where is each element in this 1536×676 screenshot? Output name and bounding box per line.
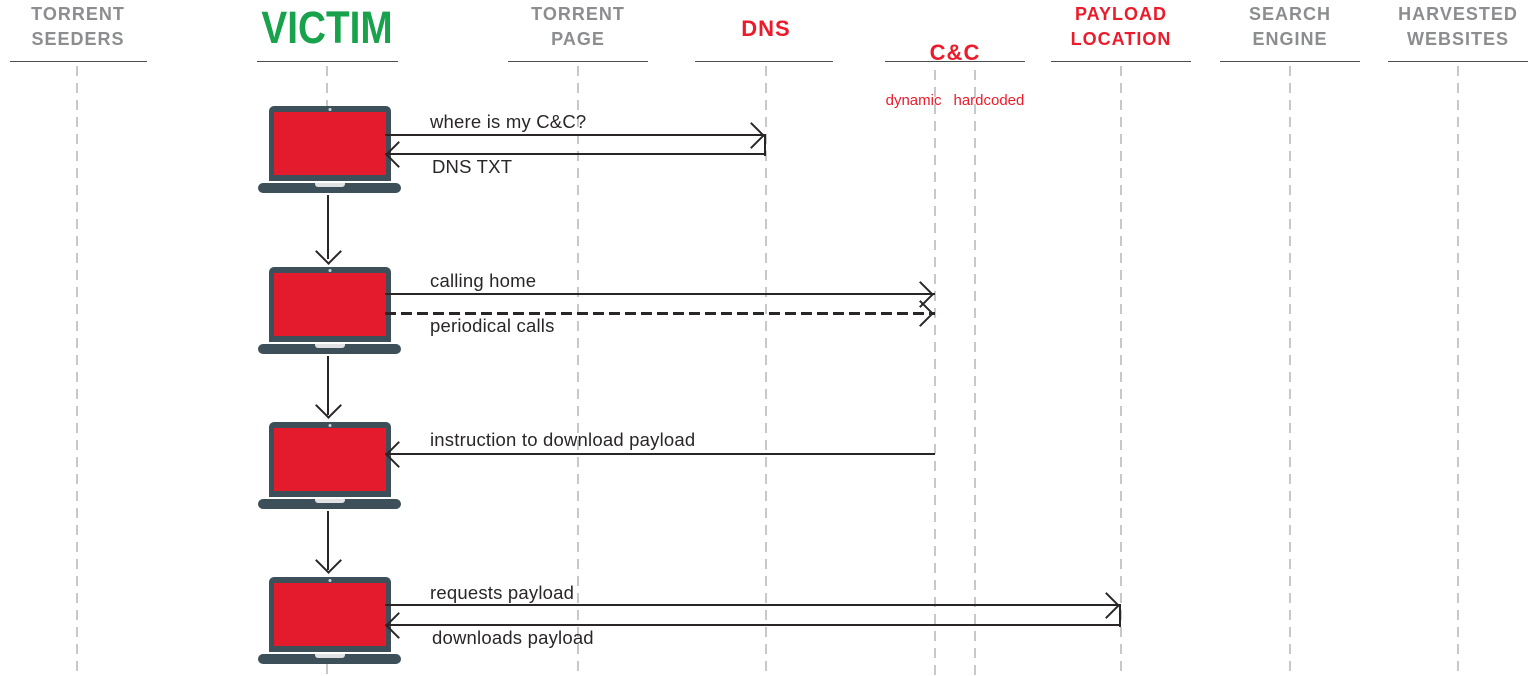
laptop-notch [314,344,345,348]
laptop-notch [314,654,345,658]
arrowhead-down-icon [314,392,342,419]
webcam-dot-icon [328,424,331,427]
lane-victim-label: VICTIM [261,2,393,53]
laptop-screen [268,267,391,342]
victim-step-connector [327,511,329,570]
laptop-base [258,183,401,193]
lifeline-torrent-page [577,66,579,676]
lane-rule-search-engine [1220,61,1360,62]
arrowhead-down-icon [314,547,342,574]
message-label: downloads payload [432,627,594,648]
lifeline-payload-location [1120,66,1122,676]
message-label: periodical calls [430,315,555,336]
message-label: where is my C&C? [430,111,587,132]
lane-rule-torrent-page [508,61,648,62]
lifeline-victim-top [326,66,328,107]
lane-rule-victim [257,61,398,62]
laptop-base [258,499,401,509]
lane-dns-label: DNS [741,16,791,41]
message-line-request [385,293,935,295]
message-line-repeat-dashed [385,312,935,315]
lane-torrent-page-label: TORRENT PAGE [531,4,625,49]
victim-step-connector [327,356,329,415]
message-line-request [385,604,1121,606]
message-label: instruction to download payload [430,429,696,450]
webcam-dot-icon [328,579,331,582]
lane-search-engine-label: SEARCH ENGINE [1248,4,1332,49]
message-turn-connector [764,134,766,156]
message-line-reply [385,153,766,155]
lane-harvested-websites-label: HARVESTED WEBSITES [1398,4,1518,49]
victim-step-connector [327,195,329,259]
message-label: requests payload [430,582,575,603]
laptop-display [273,273,386,336]
lane-cc-sub-dynamic: dynamic [885,92,942,109]
laptop-display [273,112,386,175]
message-line-request [385,453,935,455]
arrowhead-right-icon [907,300,934,327]
lifeline-dns [765,66,767,676]
message-turn-connector [1119,604,1121,627]
webcam-dot-icon [328,269,331,272]
arrowhead-right-icon [738,122,765,149]
lifeline-torrent-seeders [76,66,78,676]
victim-laptop-icon [258,106,401,193]
lane-rule-cc [885,61,1025,62]
lane-cc-label: C&C dynamic hardcoded [886,14,1025,135]
message-label: DNS TXT [432,156,513,177]
lifeline-cc-hardcoded [974,70,976,676]
webcam-dot-icon [328,108,331,111]
lifeline-victim-bottom [326,664,328,676]
laptop-screen [268,422,391,497]
victim-laptop-icon [258,577,401,664]
arrowhead-right-icon [1093,592,1120,619]
lifeline-search-engine [1289,66,1291,676]
lane-rule-harvested-websites [1388,61,1528,62]
laptop-screen [268,106,391,181]
laptop-notch [314,499,345,503]
lifeline-harvested-websites [1457,66,1459,676]
lane-cc-sub-hardcoded: hardcoded [953,92,1025,109]
laptop-display [273,428,386,491]
lane-rule-payload-location [1051,61,1191,62]
lane-payload-location-label: PAYLOAD LOCATION [1070,4,1172,49]
lane-cc-title: C&C [929,40,981,65]
laptop-base [258,654,401,664]
arrowhead-down-icon [314,238,342,265]
lane-torrent-seeders-label: TORRENT SEEDERS [31,4,125,49]
laptop-screen [268,577,391,652]
laptop-display [273,583,386,646]
message-line-request [385,134,766,136]
lane-rule-torrent-seeders [10,61,147,62]
laptop-notch [314,183,345,187]
message-label: calling home [430,270,537,291]
message-line-reply [385,624,1121,626]
victim-laptop-icon [258,422,401,509]
lifeline-cc-dynamic [934,70,936,676]
lane-rule-dns [695,61,833,62]
laptop-base [258,344,401,354]
victim-laptop-icon [258,267,401,354]
